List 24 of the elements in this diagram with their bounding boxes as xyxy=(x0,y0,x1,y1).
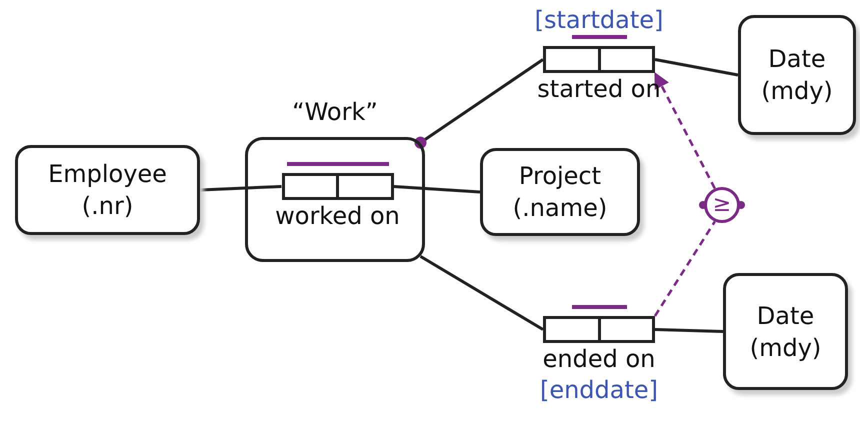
entity-name: Date (mdy) xyxy=(761,44,833,107)
fact-type-name: “Work” xyxy=(292,97,378,128)
subset-constraint-line xyxy=(654,72,716,190)
fact-reading: started on xyxy=(537,74,661,105)
entity-name: Date (mdy) xyxy=(750,300,822,364)
entity-box xyxy=(723,273,848,390)
connector-line xyxy=(200,185,282,192)
connector-line xyxy=(654,58,738,76)
connector-line xyxy=(393,185,480,194)
entity-box xyxy=(15,145,200,235)
entity-name: Project (.name) xyxy=(512,161,608,224)
role-name: [startdate] xyxy=(534,5,664,35)
connector-line xyxy=(420,255,544,331)
role-name: [enddate] xyxy=(540,375,658,405)
entity-box xyxy=(480,148,640,236)
connector-line xyxy=(414,58,544,149)
entity-box xyxy=(738,15,856,135)
constraint-symbol: ≥ xyxy=(712,194,732,216)
constraint-circle xyxy=(704,187,740,223)
fact-reading: ended on xyxy=(542,344,656,375)
entity-name: Employee (.nr) xyxy=(48,159,167,222)
subset-constraint-line xyxy=(654,220,716,317)
fact-reading: worked on xyxy=(275,201,400,232)
connector-line xyxy=(654,328,724,333)
